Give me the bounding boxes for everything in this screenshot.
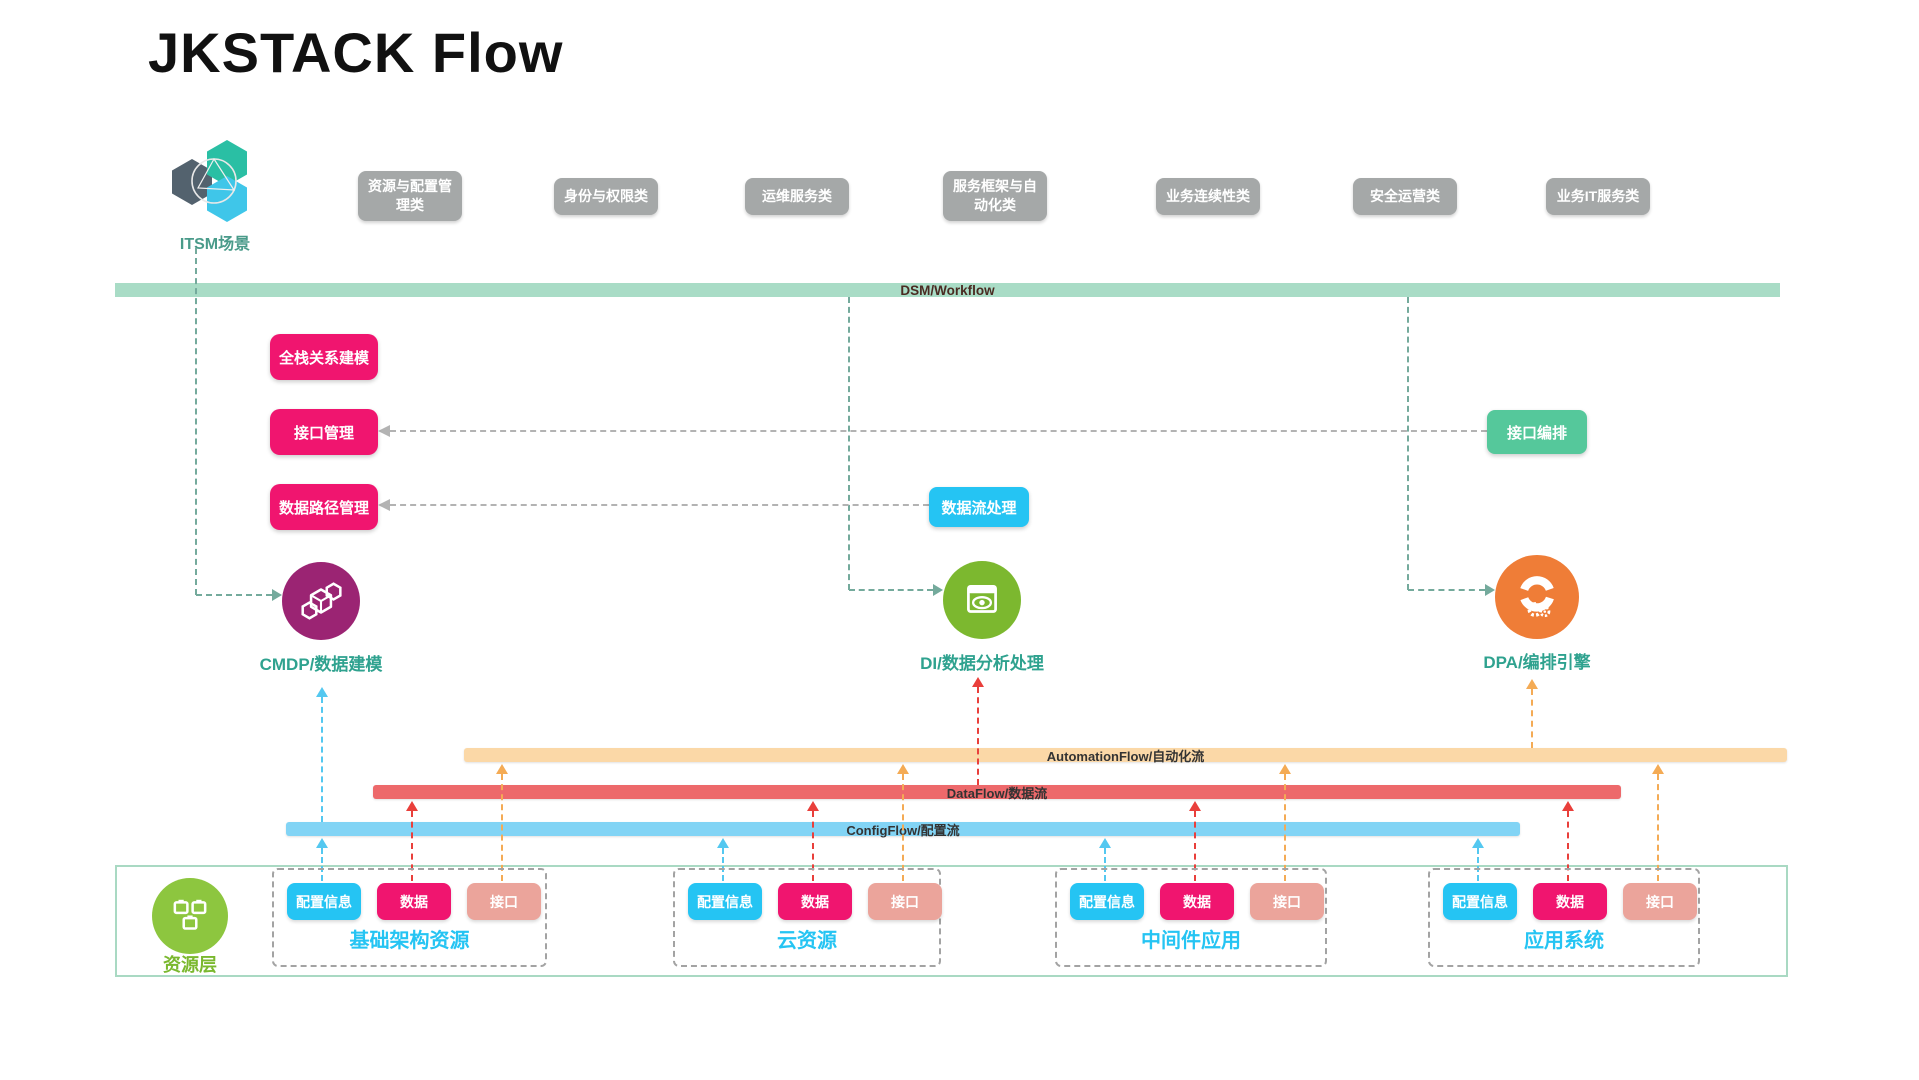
orchestration-to-interface-mgmt-connector [390, 430, 1487, 432]
category-box-business-it: 业务IT服务类 [1546, 178, 1650, 215]
interface-chip-arrowhead [1652, 764, 1664, 774]
group-label-infrastructure: 基础架构资源 [349, 930, 470, 952]
dsm-workflow-bar: DSM/Workflow [115, 282, 1780, 298]
itsm-to-cmdp-connector [195, 248, 197, 595]
category-box-identity: 身份与权限类 [554, 178, 658, 215]
category-box-ops-service: 运维服务类 [745, 178, 849, 215]
group-label-application: 应用系统 [1524, 930, 1604, 952]
dsm-workflow-label: DSM/Workflow [900, 282, 995, 298]
data-chip-line [1194, 811, 1196, 881]
category-box-business-continuity: 业务连续性类 [1156, 178, 1260, 215]
interface-chip: 接口 [1623, 883, 1697, 920]
automation-flow-bar: AutomationFlow/自动化流 [464, 748, 1787, 764]
dsm-to-dpa-connector [1407, 297, 1409, 590]
interface-chip-line [902, 774, 904, 881]
di-engine-circle [943, 561, 1021, 639]
di-engine-label: DI/数据分析处理 [920, 654, 1044, 673]
dpa-gears-icon [1519, 576, 1555, 618]
config-info-chip: 配置信息 [688, 883, 762, 920]
config-to-cmdp-arrowhead [316, 687, 328, 697]
data-path-arrowhead [378, 499, 390, 511]
cmdp-arrowhead [272, 589, 282, 601]
data-chip-line [411, 811, 413, 881]
data-flow-label: DataFlow/数据流 [946, 785, 1048, 801]
dpa-engine-label: DPA/编排引擎 [1483, 653, 1591, 672]
resource-group-middleware: 配置信息 数据 接口 中间件应用 [1055, 868, 1327, 967]
cmdp-engine-circle [282, 562, 360, 640]
di-arrowhead [933, 584, 943, 596]
resource-layer-container [115, 865, 1788, 977]
interface-chip-line [1657, 774, 1659, 881]
itsm-logo-icon [172, 140, 247, 222]
group-label-cloud: 云资源 [777, 930, 837, 952]
config-chip-arrowhead [1099, 838, 1111, 848]
config-chip-line [1477, 848, 1479, 881]
data-chip: 数据 [778, 883, 852, 920]
interface-chip: 接口 [467, 883, 541, 920]
module-interface-orchestration: 接口编排 [1487, 410, 1587, 454]
dsm-to-di-connector [849, 589, 933, 591]
data-chip: 数据 [1160, 883, 1234, 920]
itsm-scene-label: ITSM场景 [179, 236, 251, 253]
interface-chip-line [1284, 774, 1286, 881]
group-label-middleware: 中间件应用 [1141, 930, 1241, 952]
interface-chip: 接口 [1250, 883, 1324, 920]
data-chip-arrowhead [406, 801, 418, 811]
automation-flow-label: AutomationFlow/自动化流 [1046, 748, 1205, 764]
data-chip-arrowhead [807, 801, 819, 811]
data-chip-line [1567, 811, 1569, 881]
resource-layer-icon [173, 899, 207, 930]
module-data-path-management: 数据路径管理 [270, 484, 378, 530]
config-chip-line [1104, 848, 1106, 881]
interface-chip-line [501, 774, 503, 881]
cmdp-engine-label: CMDP/数据建模 [259, 655, 383, 674]
category-box-resource-config: 资源与配置管理类 [358, 171, 462, 221]
config-chip-line [722, 848, 724, 881]
config-chip-arrowhead [717, 838, 729, 848]
interface-chip: 接口 [868, 883, 942, 920]
category-box-service-framework: 服务框架与自动化类 [943, 171, 1047, 221]
data-flow-bar: DataFlow/数据流 [373, 785, 1621, 801]
config-info-chip: 配置信息 [1070, 883, 1144, 920]
data-chip: 数据 [1533, 883, 1607, 920]
page-title: JKSTACK Flow [148, 21, 564, 84]
resource-group-infrastructure: 配置信息 数据 接口 基础架构资源 [272, 868, 547, 967]
config-info-chip: 配置信息 [287, 883, 361, 920]
config-to-cmdp-line [321, 697, 323, 822]
config-chip-arrowhead [1472, 838, 1484, 848]
resource-group-application: 配置信息 数据 接口 应用系统 [1428, 868, 1700, 967]
dsm-to-dpa-connector [1408, 589, 1485, 591]
interface-mgmt-arrowhead [378, 425, 390, 437]
resource-group-cloud: 配置信息 数据 接口 云资源 [673, 868, 942, 967]
config-chip-arrowhead [316, 838, 328, 848]
data-to-di-line [977, 687, 979, 785]
dpa-engine-circle [1495, 555, 1579, 639]
di-eye-icon [967, 585, 997, 613]
dpa-arrowhead [1485, 584, 1495, 596]
data-to-di-arrowhead [972, 677, 984, 687]
module-full-stack-modeling: 全栈关系建模 [270, 334, 378, 380]
module-interface-management: 接口管理 [270, 409, 378, 455]
data-chip-line [812, 811, 814, 881]
automation-to-dpa-arrowhead [1526, 679, 1538, 689]
itsm-to-cmdp-connector [196, 594, 272, 596]
category-box-security-ops: 安全运营类 [1353, 178, 1457, 215]
interface-chip-arrowhead [496, 764, 508, 774]
data-chip-arrowhead [1562, 801, 1574, 811]
interface-chip-arrowhead [1279, 764, 1291, 774]
config-info-chip: 配置信息 [1443, 883, 1517, 920]
stream-to-data-path-connector [390, 504, 929, 506]
resource-layer-circle [152, 878, 228, 954]
dsm-to-di-connector [848, 297, 850, 590]
config-chip-line [321, 848, 323, 881]
cmdp-cube-icon [301, 582, 342, 620]
data-chip: 数据 [377, 883, 451, 920]
data-chip-arrowhead [1189, 801, 1201, 811]
module-data-stream-processing: 数据流处理 [929, 487, 1029, 527]
resource-layer-label: 资源层 [163, 955, 217, 975]
automation-to-dpa-line [1531, 689, 1533, 748]
interface-chip-arrowhead [897, 764, 909, 774]
